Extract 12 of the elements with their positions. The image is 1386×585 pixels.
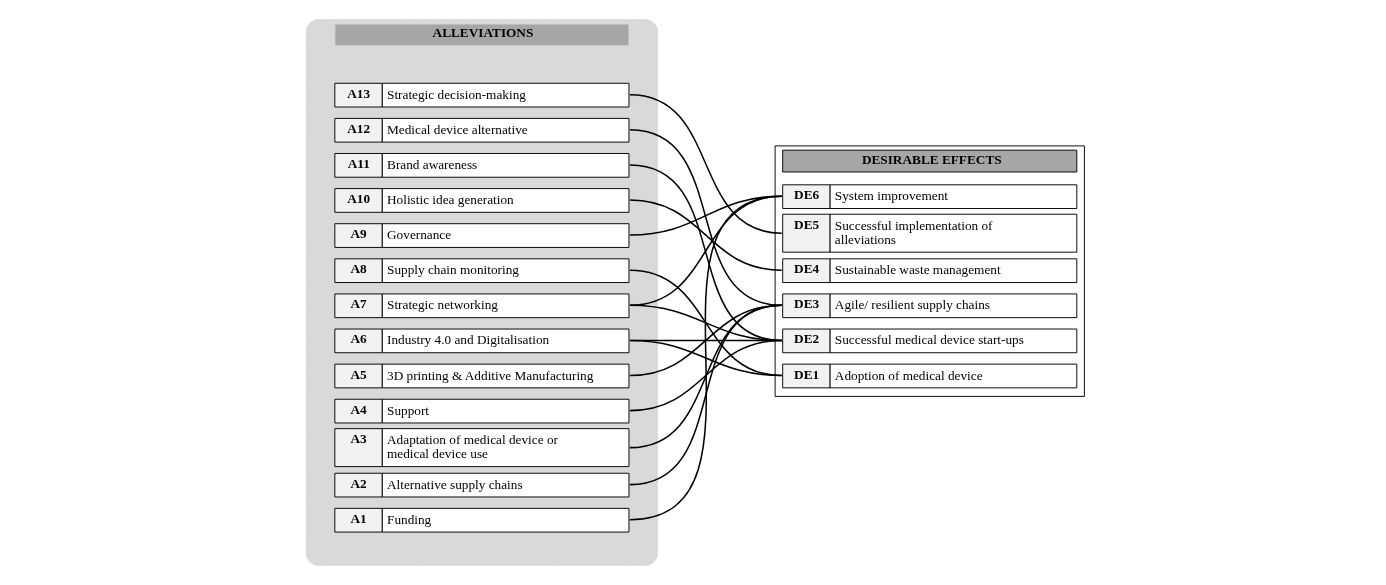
node-text: DE3 <box>793 296 819 312</box>
node-text: DE1 <box>793 366 819 382</box>
node-label: Agile/ resilient supply chains <box>834 297 990 313</box>
node-text: DE4 <box>793 261 819 277</box>
node-label: Successful implementation of alleviations <box>834 217 993 247</box>
node-label: Sustainable waste management <box>834 262 1001 278</box>
node-label: System improvement <box>834 188 948 204</box>
node-label: Successful medical device start-ups <box>834 332 1024 348</box>
node-label: Adoption of medical device <box>834 367 983 383</box>
node-text: DE2 <box>793 331 819 347</box>
node-text: DE6 <box>793 187 819 203</box>
node-text: DE5 <box>793 216 819 232</box>
